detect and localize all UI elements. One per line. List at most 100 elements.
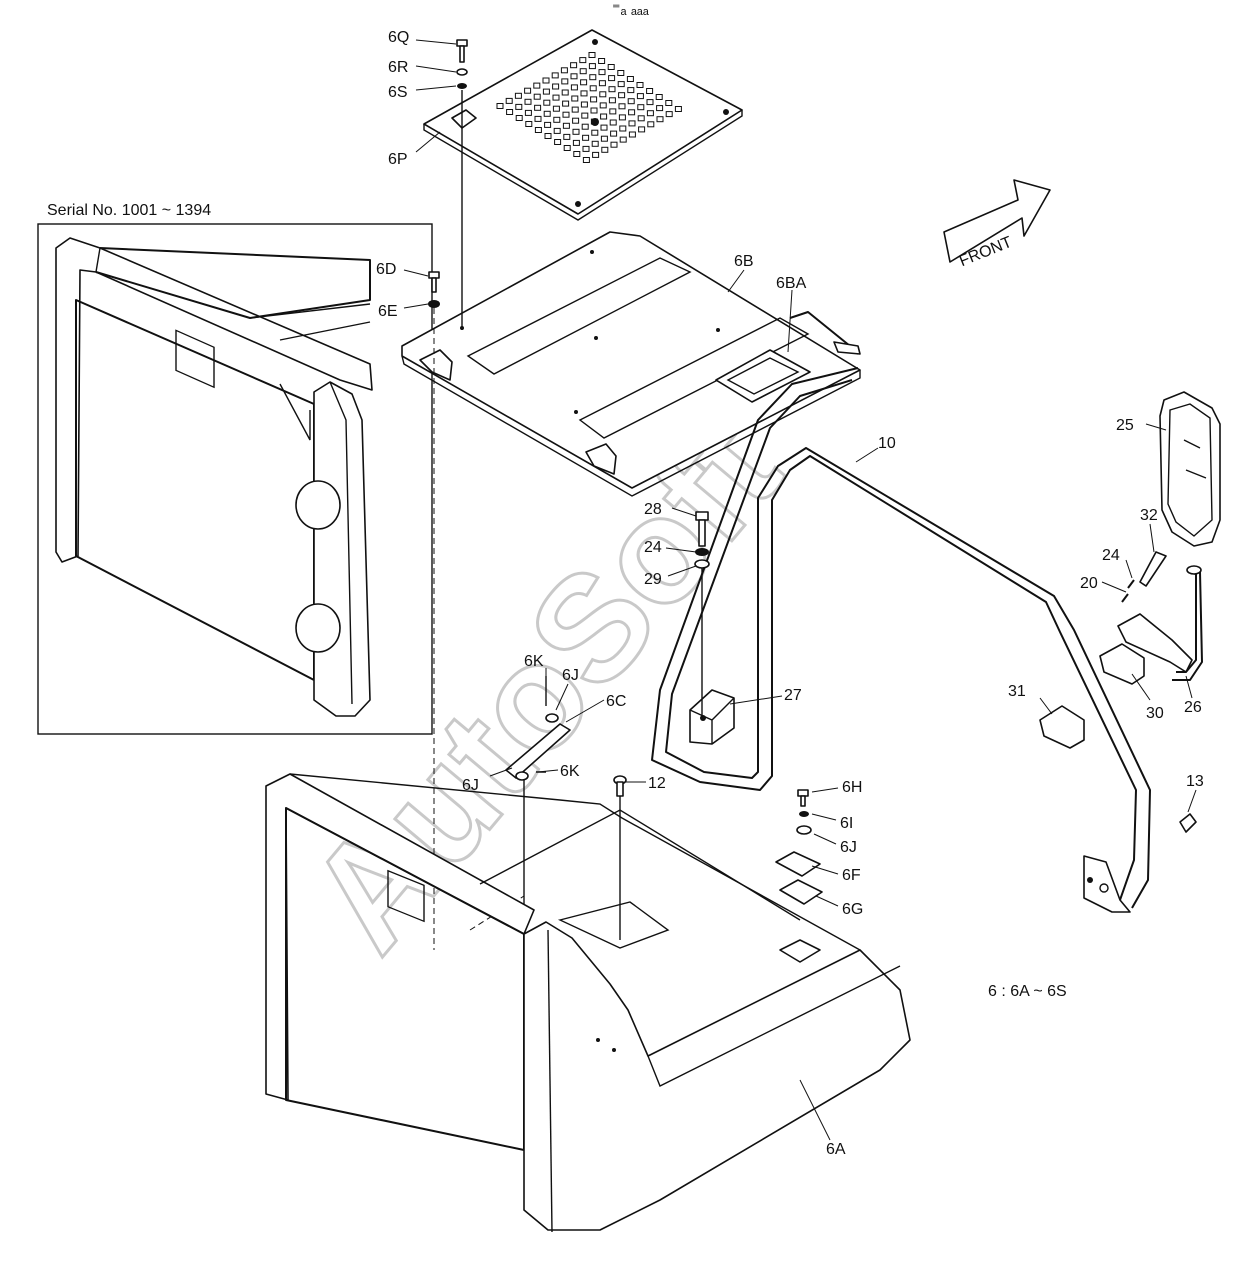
perforation-hole [551,72,559,79]
perforation-hole [619,125,627,132]
perforation-hole [582,157,590,163]
perforation-hole [626,76,634,82]
callout-6J-right: 6J [840,839,857,856]
perforation-hole [619,136,627,143]
perforation-hole [588,52,596,58]
perforation-hole [553,127,561,134]
top-cover-6B [401,231,861,497]
perforation-hole [627,87,635,94]
perforation-hole [552,105,560,112]
perforation-hole [515,115,523,121]
callout-6S: 6S [388,84,408,101]
perforation-hole [515,103,523,110]
perforation-hole [618,103,626,110]
perforation-hole [609,108,617,115]
perforation-hole [580,79,588,86]
perforation-hole [592,151,600,158]
callout-26: 26 [1184,699,1202,716]
mirror-assembly [1039,391,1221,749]
perforation-hole [617,70,625,76]
perforation-hole [582,134,590,141]
perforation-hole [607,64,615,70]
perforation-hole [589,74,597,81]
callout-31: 31 [1008,683,1026,700]
perforation-hole [589,85,597,92]
perforation-hole [514,92,522,99]
callout-13: 13 [1186,773,1204,790]
perforation-hole [590,107,598,114]
perforation-hole [580,101,588,108]
perforation-hole [655,94,663,100]
range-note: 6 : 6A ~ 6S [988,983,1067,1000]
perforation-hole [571,95,579,102]
callout-32: 32 [1140,507,1158,524]
perforation-hole [525,121,533,127]
perforation-hole [533,82,541,89]
callout-6K-mid: 6K [560,763,580,780]
perforation-hole [553,116,561,123]
clamp-27 [689,689,735,745]
callout-6E: 6E [378,303,398,320]
perforation-hole [544,133,552,139]
perforation-hole [562,111,570,118]
perforation-hole [561,89,569,96]
perforation-hole [618,114,626,121]
perforation-hole [562,100,570,107]
callout-10: 10 [878,435,896,452]
leader-lines [403,39,1197,1141]
perforation-hole [637,104,645,111]
perforation-hole [581,123,589,130]
perforation-hole [563,145,571,151]
serial-label: Serial No. 1001 ~ 1394 [47,202,211,219]
perforation-hole [572,128,580,135]
perforation-hole [542,77,550,84]
perforation-hole [600,113,608,120]
callout-28: 28 [644,501,662,518]
perforation-hole [608,75,616,82]
perforation-pattern [496,52,682,163]
perforation-hole [608,97,616,104]
perforation-hole [637,115,645,122]
perforation-hole [618,92,626,99]
perforation-hole [610,130,618,137]
callout-6BA: 6BA [776,275,807,292]
callout-25: 25 [1116,417,1134,434]
perforation-hole [571,106,579,113]
perforation-hole [534,115,542,122]
perforation-hole [627,98,635,105]
perforation-hole [646,110,654,117]
callout-29: 29 [644,571,662,588]
perforation-hole [552,83,560,90]
fasteners [428,39,1197,940]
perforation-hole [598,58,606,64]
perforation-hole [544,121,552,128]
callout-6A: 6A [826,1141,846,1158]
callout-20: 20 [1080,575,1098,592]
front-arrow: FRONT [943,179,1051,270]
perforation-hole [582,145,590,152]
page-mark: ⁼ₐ ₐₐₐ [612,1,650,18]
perforation-hole [496,103,504,109]
callout-6K-top: 6K [524,653,544,670]
perforation-hole [590,118,598,125]
perforation-hole [647,121,655,128]
perforation-hole [579,57,587,64]
perforation-hole [628,109,636,116]
perforation-hole [533,93,541,100]
callout-6G: 6G [842,901,863,918]
callout-30: 30 [1146,705,1164,722]
handrail-10 [651,367,1151,913]
inset-frame [37,223,433,735]
callout-labels: 6Q 6R 6S 6P 6D 6E 6B 6BA 10 25 32 24 20 … [376,29,1204,1158]
perforation-hole [590,96,598,103]
perforation-hole [674,106,682,112]
callout-6D: 6D [376,261,396,278]
perforation-hole [600,135,608,142]
perforation-hole [560,67,568,74]
callout-6J-top: 6J [562,667,579,684]
perforation-hole [617,81,625,88]
callout-12: 12 [648,775,666,792]
perforation-hole [598,69,606,76]
perforation-hole [552,94,560,101]
perforation-hole [646,88,654,94]
